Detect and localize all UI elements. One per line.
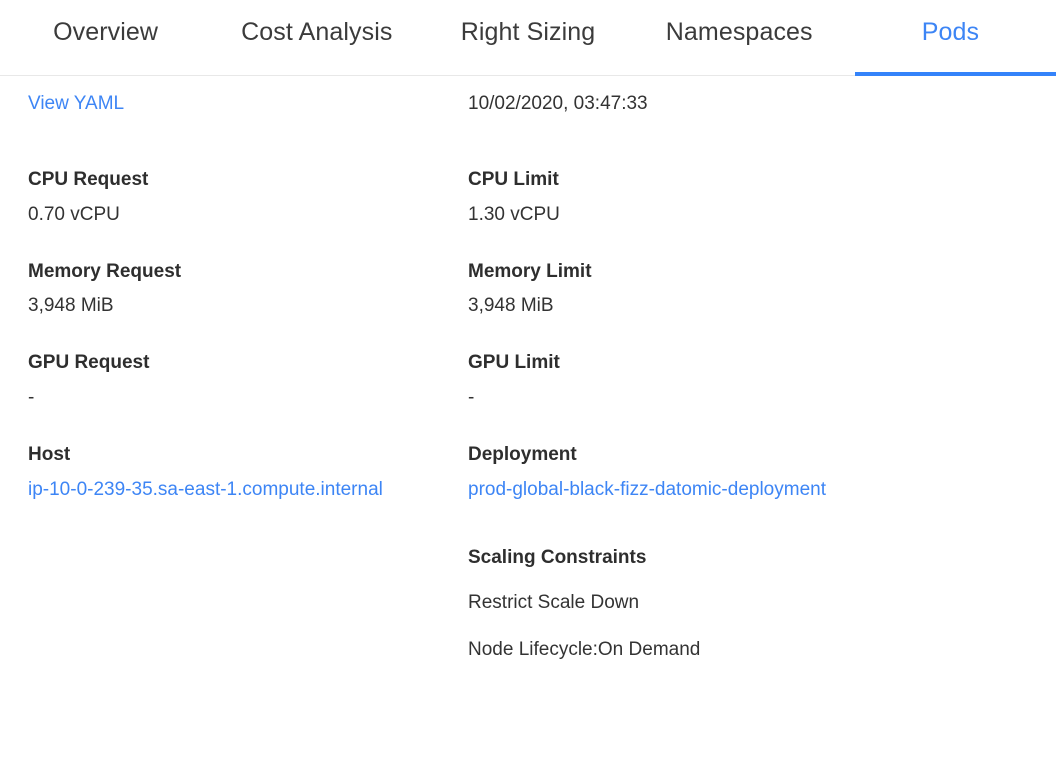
field-gpu-limit: GPU Limit - [468,352,928,411]
cpu-request-label: CPU Request [28,169,149,190]
tab-right-sizing[interactable]: Right Sizing [422,0,633,75]
tab-cost-analysis-label: Cost Analysis [241,18,393,46]
tab-namespaces[interactable]: Namespaces [634,0,845,75]
pod-start-timestamp: 10/02/2020, 03:47:33 [468,93,648,114]
deployment-label: Deployment [468,443,577,465]
timestamp-row: 10/02/2020, 03:47:33 [468,76,928,136]
view-yaml-row: View YAML [28,76,464,136]
field-memory-request: Memory Request 3,948 MiB [28,260,464,320]
tab-pods[interactable]: Pods [845,0,1056,76]
field-memory-limit: Memory Limit 3,948 MiB [468,260,928,320]
field-host: Host ip-10-0-239-35.sa-east-1.compute.in… [28,443,464,503]
memory-limit-label: Memory Limit [468,260,592,282]
view-yaml-link[interactable]: View YAML [28,93,125,114]
scaling-constraint-item: Node Lifecycle:On Demand [468,638,701,660]
field-deployment: Deployment prod-global-black-fizz-datomi… [468,443,928,503]
deployment-link[interactable]: prod-global-black-fizz-datomic-deploymen… [468,478,826,500]
cpu-limit-label: CPU Limit [468,169,559,190]
details-column-right: 10/02/2020, 03:47:33 CPU Limit 1.30 vCPU… [464,76,928,663]
tab-namespaces-label: Namespaces [665,18,813,46]
tab-bar: Overview Cost Analysis Right Sizing Name… [0,0,1056,76]
gpu-limit-value: - [468,387,475,409]
scaling-constraint-item: Restrict Scale Down [468,592,640,614]
tab-cost-analysis[interactable]: Cost Analysis [211,0,422,75]
memory-request-label: Memory Request [28,260,182,282]
field-gpu-request: GPU Request - [28,352,464,411]
host-label: Host [28,443,71,465]
field-cpu-request: CPU Request 0.70 vCPU [28,169,464,228]
gpu-request-label: GPU Request [28,352,150,374]
tab-overview[interactable]: Overview [0,0,211,75]
gpu-request-value: - [28,387,35,409]
host-link[interactable]: ip-10-0-239-35.sa-east-1.compute.interna… [28,478,383,500]
tab-pods-label: Pods [921,18,980,46]
cpu-limit-value: 1.30 vCPU [468,203,560,225]
cpu-request-value: 0.70 vCPU [28,203,120,225]
scaling-constraints-label: Scaling Constraints [468,547,647,569]
field-cpu-limit: CPU Limit 1.30 vCPU [468,169,928,228]
memory-limit-value: 3,948 MiB [468,295,554,317]
tab-right-sizing-label: Right Sizing [460,18,596,46]
memory-request-value: 3,948 MiB [28,295,114,317]
field-scaling-constraints: Scaling Constraints Restrict Scale Down … [468,547,928,662]
pod-details-panel: View YAML CPU Request 0.70 vCPU Memory R… [0,76,1056,663]
tab-overview-label: Overview [53,18,159,46]
gpu-limit-label: GPU Limit [468,352,560,374]
details-column-left: View YAML CPU Request 0.70 vCPU Memory R… [0,76,464,663]
